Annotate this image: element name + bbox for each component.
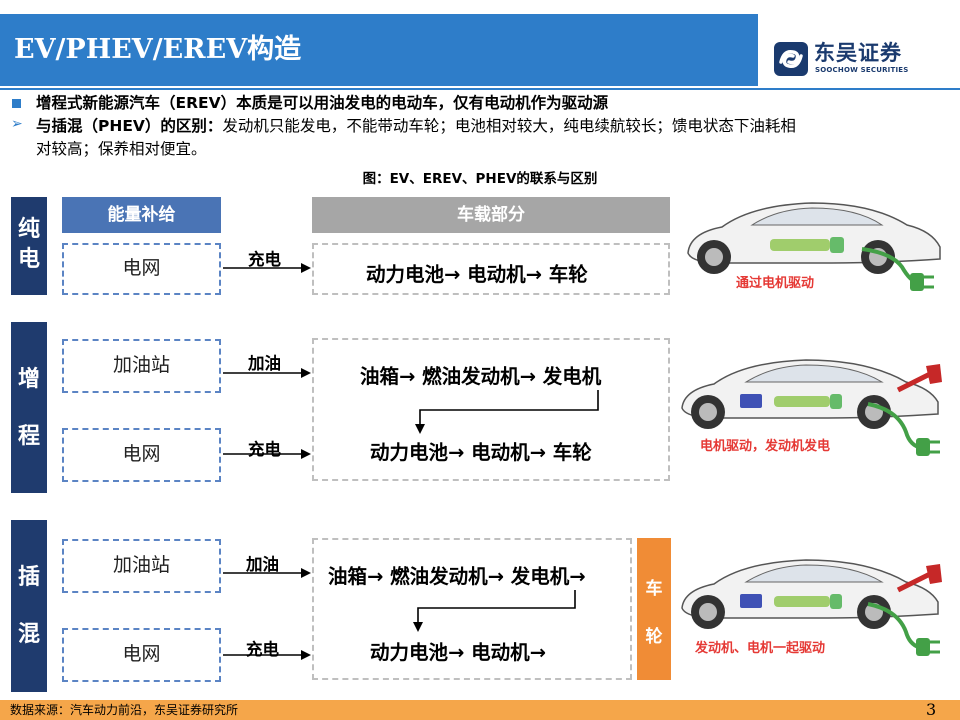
row-label-char: 增	[17, 367, 40, 392]
arrow-right-icon	[223, 449, 311, 459]
source-box-gas-station: 加油站	[62, 339, 221, 393]
bullet-rest: 发动机只能发电，不能带动车轮；电池相对较大，纯电续航较长；馈电状态下油耗相	[222, 117, 796, 135]
ev-car-illustration	[687, 202, 941, 291]
wheel-char: 轮	[645, 627, 663, 647]
arrow-label-refuel: 加油	[246, 555, 279, 574]
row-label-char: 插	[17, 565, 40, 590]
bullet-phev-difference: 与插混（PHEV）的区别：发动机只能发电，不能带动车轮；电池相对较大，纯电续航较…	[36, 115, 796, 137]
arrow-label-charge: 充电	[248, 250, 281, 269]
car-caption-ev: 通过电机驱动	[736, 276, 815, 291]
connector-arrow-icon	[415, 390, 599, 434]
flow-erev-battery: 动力电池→ 电动机→ 车轮	[370, 441, 592, 464]
column-header-onboard: 车载部分	[312, 197, 670, 233]
erev-car-illustration	[681, 359, 942, 456]
wheel-char: 车	[645, 579, 663, 599]
arrow-bullet-icon: ➢	[11, 116, 23, 132]
logo-text-en: SOOCHOW SECURITIES	[815, 66, 909, 74]
logo-mark-icon	[774, 42, 808, 76]
source-box-grid: 电网	[62, 628, 221, 682]
connector-arrow-icon	[413, 590, 576, 632]
onboard-box-erev	[312, 338, 670, 481]
row-label-phev: 插 混	[11, 520, 47, 692]
row-label-char: 电	[17, 247, 40, 272]
arrow-right-icon	[223, 568, 311, 578]
title-divider	[0, 88, 960, 90]
page-number: 3	[926, 700, 937, 719]
flow-phev-fuel: 油箱→ 燃油发动机→ 发电机→	[328, 565, 586, 588]
source-box-gas-station: 加油站	[62, 539, 221, 593]
flow-erev-fuel: 油箱→ 燃油发动机→ 发电机	[360, 365, 602, 388]
row-label-ev: 纯 电	[11, 197, 47, 295]
page-title: EV/PHEV/EREV构造	[14, 34, 302, 65]
car-caption-phev: 发动机、电机一起驱动	[695, 641, 826, 656]
flow-ev: 动力电池→ 电动机→ 车轮	[366, 263, 588, 286]
arrow-right-icon	[223, 368, 311, 378]
row-label-erev: 增 程	[11, 322, 47, 493]
footer-bar	[0, 700, 960, 720]
column-header-energy: 能量补给	[62, 197, 221, 233]
source-box-grid: 电网	[62, 428, 221, 482]
row-label-char: 程	[17, 424, 40, 449]
bullet-lead: 与插混（PHEV）的区别：	[36, 117, 223, 135]
logo-text-cn: 东吴证券	[814, 41, 902, 65]
row-label-char: 混	[17, 622, 40, 647]
arrow-label-refuel: 加油	[248, 354, 281, 373]
bullet-erev-definition: 增程式新能源汽车（EREV）本质是可以用油发电的电动车，仅有电动机作为驱动源	[36, 94, 609, 112]
arrow-right-icon	[223, 650, 311, 660]
data-source-note: 数据来源：汽车动力前沿，东吴证券研究所	[10, 703, 239, 717]
title-bar	[0, 14, 758, 86]
figure-caption: 图：EV、EREV、PHEV的联系与区别	[362, 171, 598, 187]
wheel-box: 车 轮	[637, 538, 671, 680]
row-label-char: 纯	[17, 217, 40, 242]
flow-phev-battery: 动力电池→ 电动机→	[370, 641, 546, 664]
car-caption-erev: 电机驱动，发动机发电	[700, 439, 831, 454]
onboard-box-ev	[312, 243, 670, 295]
arrow-right-icon	[223, 263, 311, 273]
onboard-box-phev	[312, 538, 632, 680]
company-logo: 东吴证券 SOOCHOW SECURITIES	[772, 40, 922, 80]
square-bullet-icon	[12, 99, 21, 108]
phev-car-illustration	[681, 559, 942, 656]
source-box-grid: 电网	[62, 243, 221, 295]
bullet-phev-difference-cont: 对较高；保养相对便宜。	[36, 140, 207, 158]
